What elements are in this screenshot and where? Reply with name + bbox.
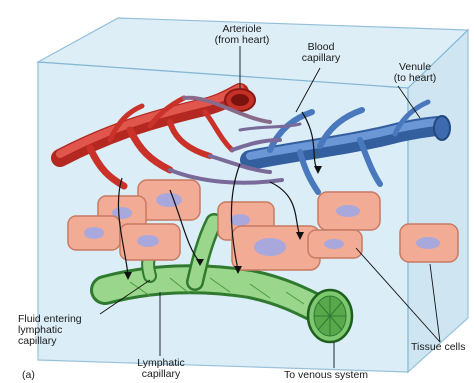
cell-nucleus xyxy=(254,238,286,256)
arteriole-lumen xyxy=(231,94,249,106)
cell-nucleus xyxy=(416,237,440,249)
cell-nucleus xyxy=(156,193,182,207)
label-blood-capillary: Blood capillary xyxy=(296,42,346,64)
cell-nucleus xyxy=(137,235,159,247)
venule-opening xyxy=(434,116,450,140)
label-to-venous-system: To venous system xyxy=(284,370,368,381)
cell-nucleus xyxy=(230,214,250,226)
cell-nucleus xyxy=(336,205,360,217)
label-lymphatic-capillary: Lymphatic capillary xyxy=(130,358,192,380)
label-tissue-cells: Tissue cells xyxy=(411,342,465,353)
cell-nucleus xyxy=(324,239,344,249)
cell-nucleus xyxy=(84,227,104,239)
label-venule: Venule (to heart) xyxy=(386,62,444,84)
label-fluid-entering: Fluid entering lymphatic capillary xyxy=(18,314,82,347)
label-arteriole: Arteriole (from heart) xyxy=(206,24,278,46)
panel-label: (a) xyxy=(22,370,35,381)
